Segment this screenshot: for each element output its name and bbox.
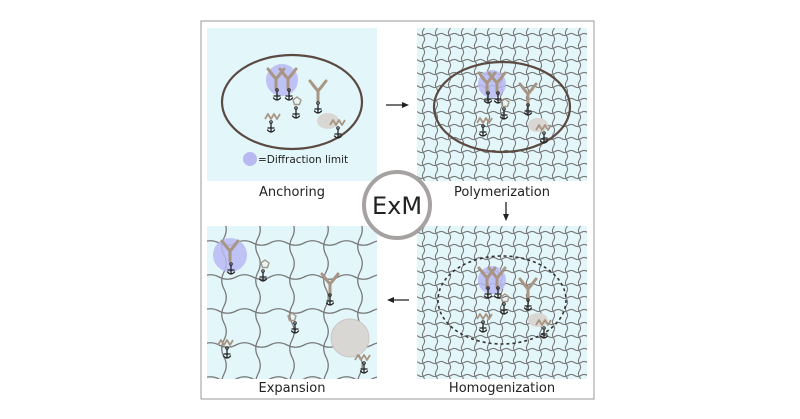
mesh-strand <box>417 334 587 339</box>
center-exm-badge: ExM <box>362 170 432 240</box>
label-expansion: Expansion <box>259 381 326 396</box>
mesh-strand <box>447 226 452 379</box>
cell-membrane <box>432 60 572 154</box>
mesh-strand <box>512 226 517 379</box>
mesh-strand <box>417 269 587 274</box>
mesh-strand <box>392 221 397 419</box>
outer-frame <box>200 20 595 400</box>
mesh-strand <box>417 136 587 141</box>
arrow-homogenization-to-expansion <box>387 297 409 303</box>
mesh-strand <box>417 373 587 378</box>
mesh-strand <box>207 376 377 379</box>
panel-polymerization <box>417 23 593 199</box>
mesh-strand <box>417 45 587 50</box>
diffraction-spot <box>266 64 298 96</box>
mesh-strand <box>591 221 593 397</box>
mesh-strand <box>473 226 478 379</box>
mesh-strand <box>207 308 377 314</box>
mesh-strand <box>207 274 377 280</box>
mesh-strand <box>591 23 593 199</box>
panel-anchoring-bg <box>207 28 377 181</box>
mesh-strand <box>417 282 587 287</box>
mesh-strand <box>417 175 587 180</box>
mesh-strand <box>255 226 261 379</box>
mesh-strand <box>577 226 582 379</box>
organelle-blob <box>317 113 339 129</box>
label-polymerization: Polymerization <box>454 185 550 200</box>
hydrogel-mesh <box>417 23 593 199</box>
mesh-strand <box>417 162 587 167</box>
mesh-strand <box>538 28 543 181</box>
mesh-strand <box>460 226 465 379</box>
mesh-strand <box>207 342 377 348</box>
mesh-strand <box>417 295 587 300</box>
organelle-blob <box>330 318 370 358</box>
mesh-strand <box>577 28 582 181</box>
mesh-strand <box>421 28 426 181</box>
mesh-strand <box>417 360 587 365</box>
label-anchoring: Anchoring <box>259 185 325 200</box>
mesh-strand <box>473 28 478 181</box>
mesh-strand <box>551 28 556 181</box>
mesh-strand <box>417 123 587 128</box>
panel-homogenization <box>417 221 593 397</box>
mesh-strand <box>417 347 587 352</box>
mesh-strand <box>417 84 587 89</box>
mesh-strand <box>323 226 329 379</box>
legend-text: =Diffraction limit <box>258 154 348 166</box>
mesh-strand <box>564 28 569 181</box>
mesh-strand <box>417 149 587 154</box>
mesh-strand <box>538 226 543 379</box>
panel-anchoring: =Diffraction limit <box>207 28 377 181</box>
mesh-strand <box>434 226 439 379</box>
digested-membrane <box>437 255 567 345</box>
mesh-strand <box>417 243 587 248</box>
mesh-strand <box>417 230 587 235</box>
mesh-strand <box>417 58 587 63</box>
mesh-strand <box>460 28 465 181</box>
diffraction-spot <box>478 70 506 98</box>
legend-swatch <box>243 152 257 166</box>
label-homogenization: Homogenization <box>449 381 555 396</box>
arrow-anchoring-to-polymerization <box>386 102 409 108</box>
arrow-polymerization-to-homogenization <box>503 202 509 221</box>
mesh-strand <box>551 226 556 379</box>
mesh-strand <box>434 28 439 181</box>
center-label: ExM <box>372 192 422 220</box>
panel-expansion <box>207 221 397 419</box>
mesh-strand <box>486 28 491 181</box>
mesh-strand <box>525 226 530 379</box>
mesh-strand <box>289 226 295 379</box>
mesh-strand <box>486 226 491 379</box>
mesh-strand <box>417 256 587 261</box>
hydrogel-mesh <box>417 221 593 397</box>
mesh-strand <box>512 28 517 181</box>
mesh-strand <box>417 321 587 326</box>
mesh-strand <box>499 226 504 379</box>
cell-membrane <box>220 53 364 151</box>
mesh-strand <box>447 28 452 181</box>
mesh-strand <box>421 226 426 379</box>
mesh-strand <box>499 28 504 181</box>
mesh-strand <box>417 32 587 37</box>
